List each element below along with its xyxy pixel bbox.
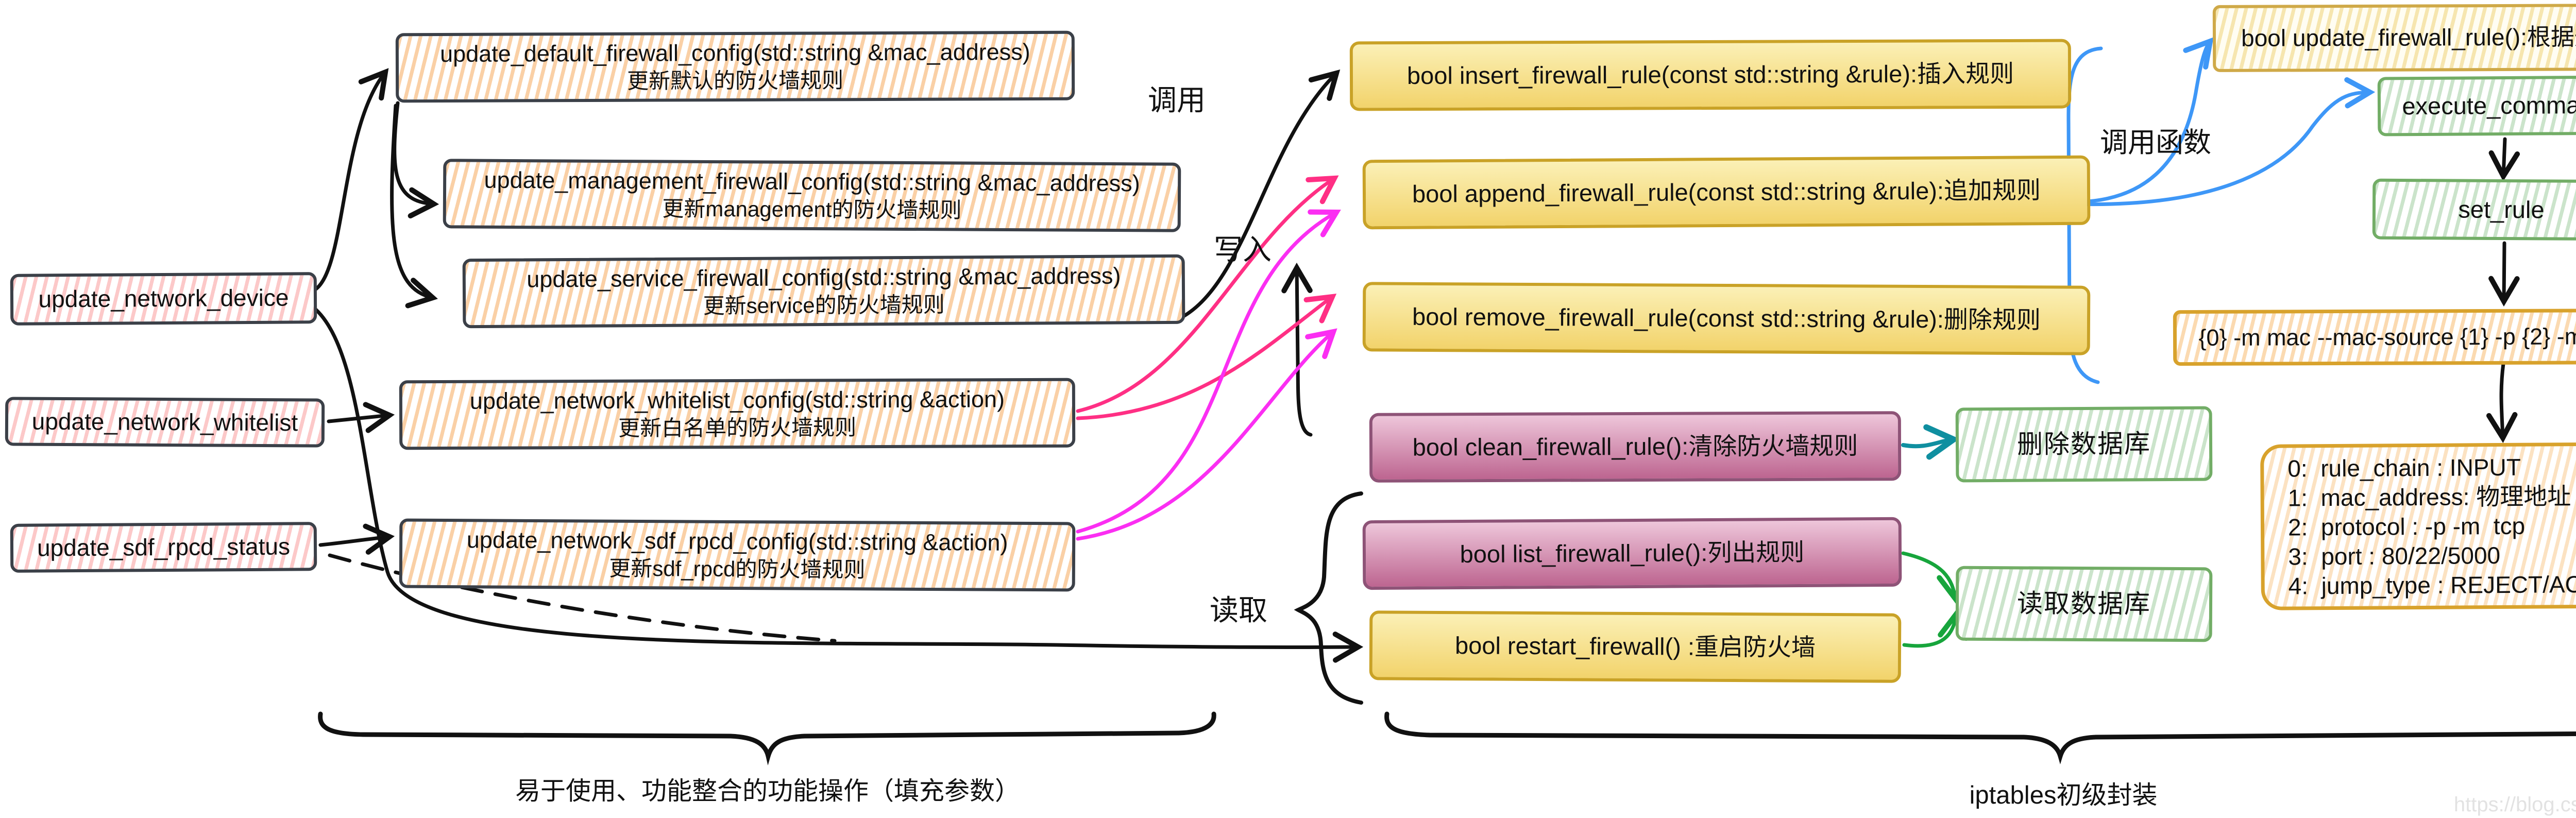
node-update-service-firewall-config: update_service_firewall_config(std::stri…: [462, 254, 1185, 329]
underbrace-right: [1384, 711, 2576, 764]
edge-clean-to-deletedb: [1901, 424, 1960, 460]
node-label: update_network_whitelist: [31, 407, 298, 436]
node-delete-database: 删除数据库: [1955, 406, 2213, 483]
node-rule-params: 0: rule_chain : INPUT 1: mac_address: 物理…: [2260, 441, 2576, 610]
watermark-url: https://blog.csdn.net/CHYabc123456hh: [2453, 793, 2576, 816]
rule-param-line: 2: protocol : -p -m tcp: [2287, 512, 2526, 541]
edge-call-vertical: [1281, 262, 1313, 437]
function-label: bool clean_firewall_rule():清除防火墙规则: [1412, 432, 1858, 461]
edge-label-write: 写入: [1214, 233, 1272, 266]
node-update-default-firewall-config: update_default_firewall_config(std::stri…: [395, 30, 1075, 103]
node-append-firewall-rule: bool append_firewall_rule(const std::str…: [1362, 155, 2091, 230]
function-label: set_rule: [2458, 195, 2545, 224]
rule-param-line: 1: mac_address: 物理地址: [2287, 482, 2571, 512]
function-desc: 更新service的防火墙规则: [703, 292, 945, 318]
node-update-network-sdf-rpcd-config: update_network_sdf_rpcd_config(std::stri…: [399, 518, 1076, 592]
function-label: bool restart_firewall() :重启防火墙: [1454, 632, 1816, 661]
rule-param-line: 4: jump_type : REJECT/ACCEPT: [2288, 570, 2576, 600]
read-bracket: [1294, 491, 1363, 705]
edge-label-read: 读取: [1210, 594, 1267, 626]
write-edges: [1076, 175, 1341, 541]
node-label: update_network_device: [38, 284, 289, 313]
node-update-management-firewall-config: update_management_firewall_config(std::s…: [443, 159, 1181, 232]
function-desc: 更新sdf_rpcd的防火墙规则: [609, 556, 866, 582]
edge-sdf-to-sdf-config: [318, 523, 395, 555]
rule-param-line: 0: rule_chain : INPUT: [2287, 453, 2521, 482]
node-read-database: 读取数据库: [1955, 566, 2213, 642]
edge-device-to-default-config: [313, 68, 389, 292]
edge-label-call: 调用: [1148, 84, 1206, 116]
function-label: execute_command: [2402, 91, 2576, 120]
edge-template-to-params: [2486, 362, 2518, 444]
node-update-network-whitelist-config: update_network_whitelist_config(std::str…: [399, 378, 1076, 450]
node-update-sdf-rpcd-status: update_sdf_rpcd_status: [10, 522, 317, 573]
function-desc: 更新默认的防火墙规则: [626, 68, 844, 94]
node-restart-firewall: bool restart_firewall() :重启防火墙: [1369, 610, 1902, 683]
node-update-network-device: update_network_device: [10, 272, 317, 326]
edge-execute-to-setrule: [2488, 137, 2520, 182]
node-label: update_sdf_rpcd_status: [37, 533, 291, 561]
node-insert-firewall-rule: bool insert_firewall_rule(const std::str…: [1349, 39, 2072, 111]
function-signature: update_default_firewall_config(std::stri…: [439, 39, 1030, 67]
function-label: bool list_firewall_rule():列出规则: [1460, 538, 1805, 568]
node-update-firewall-rule: bool update_firewall_rule():根据规则，更新数据库: [2212, 3, 2576, 72]
edge-branch-to-service-config: [390, 104, 438, 309]
node-update-network-whitelist: update_network_whitelist: [5, 397, 325, 448]
node-set-rule: set_rule: [2372, 178, 2576, 241]
function-label: bool insert_firewall_rule(const std::str…: [1406, 60, 2014, 90]
edge-restart-to-readdb: [1902, 608, 1969, 648]
edge-whitelist-to-whitelist-config: [327, 402, 395, 433]
db-label: 删除数据库: [2016, 429, 2151, 459]
function-desc: 更新management的防火墙规则: [662, 196, 962, 223]
node-list-firewall-rule: bool list_firewall_rule():列出规则: [1362, 517, 1902, 590]
node-execute-command: execute_command: [2377, 75, 2576, 137]
function-signature: update_network_sdf_rpcd_config(std::stri…: [466, 526, 1008, 556]
edge-label-call-function: 调用函数: [2100, 127, 2211, 158]
function-signature: update_network_whitelist_config(std::str…: [469, 386, 1005, 414]
node-iptables-template: {0} -m mac --mac-source {1} -p {2} -m {2…: [2173, 308, 2576, 366]
node-remove-firewall-rule: bool remove_firewall_rule(const std::str…: [1362, 282, 2091, 355]
rule-param-line: 3: port : 80/22/5000: [2288, 541, 2501, 570]
function-desc: 更新白名单的防火墙规则: [618, 415, 857, 441]
db-edges: [1901, 424, 1969, 648]
function-signature: update_management_firewall_config(std::s…: [484, 166, 1140, 197]
edge-sdfcfg-to-remove: [1076, 328, 1337, 541]
caption-left-group: 易于使用、功能整合的功能操作（填充参数）: [515, 777, 1021, 805]
function-label: bool update_firewall_rule():根据规则，更新数据库: [2241, 23, 2576, 52]
function-label: bool append_firewall_rule(const std::str…: [1412, 176, 2041, 208]
node-clean-firewall-rule: bool clean_firewall_rule():清除防火墙规则: [1369, 411, 1902, 483]
edge-branch-to-management-config: [393, 101, 439, 218]
edge-list-to-readdb: [1901, 551, 1968, 604]
iptables-template-text: {0} -m mac --mac-source {1} -p {2} -m {2…: [2198, 322, 2576, 351]
function-label: bool remove_firewall_rule(const std::str…: [1412, 302, 2041, 334]
caption-right-group: iptables初级封装: [1969, 781, 2158, 809]
db-label: 读取数据库: [2016, 589, 2151, 619]
underbrace-left: [318, 711, 1216, 765]
edge-device-to-restart: [313, 307, 1364, 663]
function-signature: update_service_firewall_config(std::stri…: [527, 262, 1121, 293]
